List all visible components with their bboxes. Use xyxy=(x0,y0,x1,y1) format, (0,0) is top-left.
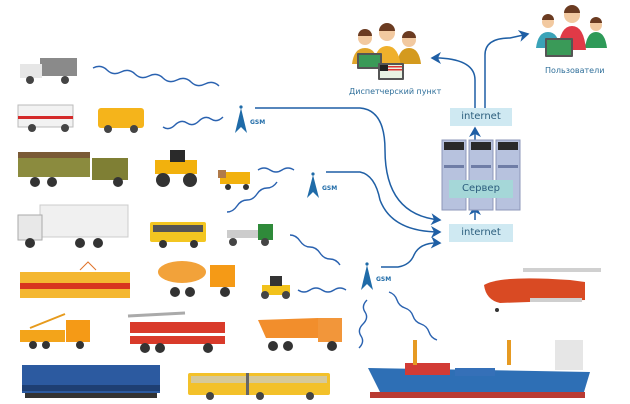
wave xyxy=(92,65,220,87)
bus-icon xyxy=(150,222,206,248)
wave xyxy=(297,287,347,293)
users-group-icon xyxy=(536,5,607,57)
gsm-towers xyxy=(235,105,373,290)
internet-top-box: internet xyxy=(450,108,512,126)
cargo-ship-icon xyxy=(368,340,590,398)
road-roller-icon xyxy=(261,276,290,299)
wave xyxy=(162,116,224,130)
users-label: Пользователи xyxy=(545,66,605,75)
utility-van-icon xyxy=(98,108,144,133)
gsm-tower-icon xyxy=(235,108,247,133)
fire-truck-icon xyxy=(127,311,225,353)
wave xyxy=(358,299,368,349)
wave xyxy=(289,234,341,266)
radio-waves xyxy=(92,65,438,349)
ambulance-icon xyxy=(17,104,74,132)
dispatcher-label: Диспетчерский пункт xyxy=(349,87,442,96)
wave xyxy=(257,167,295,173)
locomotive-icon xyxy=(22,365,160,398)
server-rack-icon xyxy=(441,139,467,211)
articulated-bus-icon xyxy=(188,373,330,400)
gsm-tower-icon xyxy=(307,175,319,198)
gsm-tower-icon xyxy=(361,265,373,290)
internet-bottom-box: internet xyxy=(449,224,513,242)
cement-mixer-icon xyxy=(158,261,235,297)
wave xyxy=(388,291,438,341)
flatbed-truck-icon xyxy=(227,224,273,246)
forklift-icon xyxy=(218,170,250,190)
gsm-label: GSM xyxy=(376,276,392,283)
server-racks xyxy=(441,139,521,211)
wave xyxy=(226,181,278,213)
army-truck-icon xyxy=(18,152,128,187)
tram-icon xyxy=(20,261,130,298)
dump-truck-icon xyxy=(258,318,342,351)
server-rack-icon xyxy=(468,139,494,211)
gsm-label: GSM xyxy=(322,185,338,192)
gsm-label: GSM xyxy=(250,119,266,126)
server-box: Сервер xyxy=(449,180,513,198)
dispatcher-group-icon xyxy=(352,23,421,80)
vehicles xyxy=(17,58,601,400)
van-icon xyxy=(20,58,77,84)
server-rack-icon xyxy=(495,139,521,211)
airplane-icon xyxy=(484,268,601,312)
crane-truck-icon xyxy=(20,313,90,349)
box-truck-icon xyxy=(17,204,129,248)
tractor-icon xyxy=(155,150,197,187)
